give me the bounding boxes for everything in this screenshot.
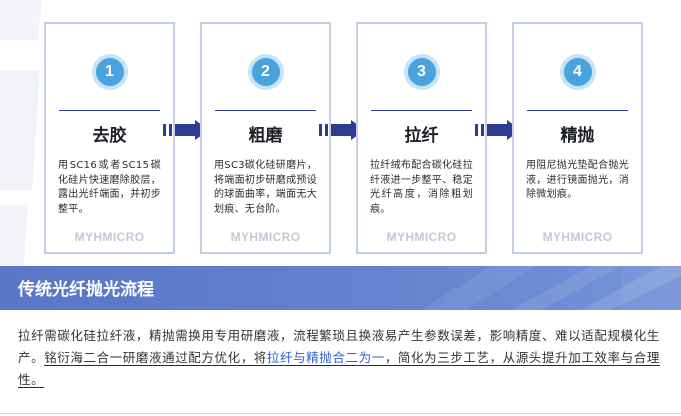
step-number-badge: 2 (247, 54, 284, 90)
section-banner: 传统光纤抛光流程 (0, 266, 681, 310)
step-card-3: 3 拉纤 拉纤绒布配合碳化硅拉纤液进一步整平、稳定光纤高度，消除粗划痕。 MYH… (356, 22, 487, 254)
step-card-4: 4 精抛 用阻尼抛光垫配合抛光液，进行镜面抛光，消除微划痕。 MYHMICRO (512, 22, 643, 254)
divider (527, 110, 628, 111)
step-number-badge: 3 (403, 54, 440, 90)
brand-watermark: MYHMICRO (74, 230, 145, 244)
step-number-badge: 4 (559, 54, 596, 90)
step-title: 精抛 (560, 126, 595, 146)
step-title: 粗磨 (248, 126, 283, 146)
divider (371, 110, 472, 111)
bottom-divider (0, 413, 681, 414)
paragraph-text-3: ，简化为三步工艺，从源头提升加工效率与合理性。 (18, 350, 660, 387)
banner-decoration (421, 266, 681, 310)
paragraph-highlight: 铭衍海二合一研磨液通过配方优化，将拉纤与精抛合二为一，简化为三步工艺，从源头提升… (18, 350, 660, 388)
divider (215, 110, 316, 111)
brand-watermark: MYHMICRO (542, 230, 613, 244)
step-card-1: 1 去胶 用SC16或者SC15碳化硅片快速磨除胶层，露出光纤端面，并初步整平。… (44, 22, 175, 254)
step-number-badge: 1 (91, 54, 128, 90)
step-description: 用SC16或者SC15碳化硅片快速磨除胶层，露出光纤端面，并初步整平。 (58, 160, 161, 215)
step-description: 拉纤绒布配合碳化硅拉纤液进一步整平、稳定光纤高度，消除粗划痕。 (370, 160, 473, 215)
step-title: 去胶 (92, 126, 127, 146)
brand-watermark: MYHMICRO (230, 230, 301, 244)
step-description: 用阻尼抛光垫配合抛光液，进行镜面抛光，消除微划痕。 (526, 160, 629, 200)
banner-title: 传统光纤抛光流程 (18, 280, 154, 300)
paragraph-text-1: 拉纤需碳化硅拉纤液，精抛需换用专用研磨液，流程繁琐且换液易产生参数误差，影响精度… (18, 328, 660, 365)
arrow-right-icon (475, 120, 521, 140)
background-decoration (0, 0, 42, 266)
brand-watermark: MYHMICRO (386, 230, 457, 244)
highlight-link[interactable]: 拉纤与精抛合二为一 (266, 350, 385, 365)
paragraph-text-2: 铭衍海二合一研磨液通过配方优化，将 (44, 350, 267, 365)
step-title: 拉纤 (404, 126, 439, 146)
process-diagram: 1 去胶 用SC16或者SC15碳化硅片快速磨除胶层，露出光纤端面，并初步整平。… (0, 0, 643, 266)
divider (59, 110, 160, 111)
description-paragraph: 拉纤需碳化硅拉纤液，精抛需换用专用研磨液，流程繁琐且换液易产生参数误差，影响精度… (18, 325, 666, 391)
step-description: 用SC3碳化硅研磨片，将端面初步研磨成预设的球面曲率，端面无大划痕、无台阶。 (214, 160, 317, 215)
arrow-right-icon (163, 120, 209, 140)
step-card-2: 2 粗磨 用SC3碳化硅研磨片，将端面初步研磨成预设的球面曲率，端面无大划痕、无… (200, 22, 331, 254)
